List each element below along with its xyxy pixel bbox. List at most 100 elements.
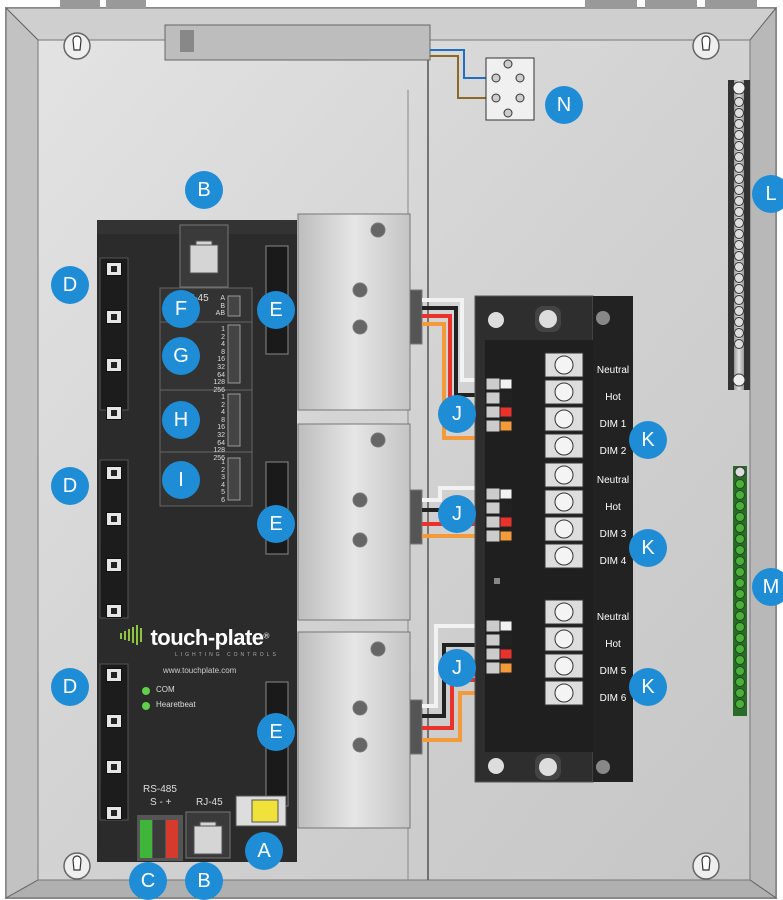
strip-terminal-icon	[735, 699, 745, 709]
rail-terminal-icon	[734, 328, 744, 338]
dip-label: 16	[217, 356, 225, 364]
screw-head-icon	[554, 629, 574, 649]
pushbutton[interactable]	[106, 262, 122, 276]
pushbutton[interactable]	[106, 406, 122, 420]
strip-terminal-icon	[735, 677, 745, 687]
rail-screw-icon	[732, 81, 746, 95]
callout-j[interactable]: J	[438, 649, 476, 687]
pushbutton-dot-icon	[111, 362, 117, 368]
rs485-label: RS-485	[143, 784, 177, 795]
strip-terminal-icon	[735, 578, 745, 588]
callout-f[interactable]: F	[162, 290, 200, 328]
pushbutton[interactable]	[106, 466, 122, 480]
rail-terminal-icon	[734, 108, 744, 118]
rail-terminal-icon	[734, 218, 744, 228]
callout-j[interactable]: J	[438, 495, 476, 533]
callout-e[interactable]: E	[257, 505, 295, 543]
dip-label: 128	[213, 447, 225, 455]
strip-terminal-icon	[735, 501, 745, 511]
rj45-bottom-label: RJ-45	[196, 797, 223, 808]
rail-terminal-icon	[734, 174, 744, 184]
rail-terminal-icon	[734, 119, 744, 129]
wire-terminal-lever	[499, 662, 513, 674]
callout-c[interactable]: C	[129, 862, 167, 900]
pushbutton[interactable]	[106, 760, 122, 774]
pushbutton[interactable]	[106, 310, 122, 324]
pushbutton-dot-icon	[111, 672, 117, 678]
dip-label: A	[220, 295, 225, 302]
wire-terminal-lever	[499, 406, 513, 418]
callout-k[interactable]: K	[629, 421, 667, 459]
callout-h[interactable]: H	[162, 401, 200, 439]
rail-terminal-icon	[734, 163, 744, 173]
callout-b[interactable]: B	[185, 171, 223, 209]
rail-terminal-icon	[734, 339, 744, 349]
dip-label: 256	[213, 454, 225, 462]
callout-d[interactable]: D	[51, 668, 89, 706]
callout-k[interactable]: K	[629, 529, 667, 567]
dip-label: 8	[221, 416, 225, 424]
brand-logo: touch-plate®	[120, 625, 269, 651]
terminal-label: DIM 6	[599, 693, 627, 704]
rail-terminal-icon	[734, 185, 744, 195]
wire-terminal-lever	[499, 620, 513, 632]
dip-label: 1	[221, 394, 225, 401]
pushbutton[interactable]	[106, 668, 122, 682]
strip-terminal-icon	[735, 666, 745, 676]
rail-terminal-icon	[734, 130, 744, 140]
dip-label: 256	[213, 386, 225, 394]
callout-b[interactable]: B	[185, 862, 223, 900]
pushbutton[interactable]	[106, 558, 122, 572]
heatsinks	[297, 213, 423, 829]
screw-terminals	[544, 352, 584, 706]
pushbutton[interactable]	[106, 806, 122, 820]
brand-name: touch-plate	[150, 625, 264, 650]
dip-label: B	[220, 302, 225, 310]
callout-e[interactable]: E	[257, 291, 295, 329]
screw-head-icon	[554, 546, 574, 566]
strip-terminal-icon	[735, 556, 745, 566]
dip-label: AB	[215, 310, 225, 318]
callout-i[interactable]: I	[162, 461, 200, 499]
terminal-label: DIM 1	[599, 419, 627, 430]
pushbutton[interactable]	[106, 358, 122, 372]
callout-k[interactable]: K	[629, 668, 667, 706]
pushbutton[interactable]	[106, 714, 122, 728]
callout-g[interactable]: G	[162, 337, 200, 375]
strip-terminal-icon	[735, 490, 745, 500]
terminal-label: DIM 5	[599, 666, 627, 677]
wire-terminal-lever	[499, 378, 513, 390]
callout-a[interactable]: A	[245, 832, 283, 870]
callout-d[interactable]: D	[51, 467, 89, 505]
wire-terminals	[485, 377, 513, 675]
pushbutton[interactable]	[106, 604, 122, 618]
callout-d[interactable]: D	[51, 266, 89, 304]
screw-head-icon	[554, 656, 574, 676]
com-led-icon	[142, 687, 150, 695]
terminal-label: DIM 4	[599, 556, 627, 567]
strip-terminal-icon	[735, 655, 745, 665]
wire-terminal-lever	[499, 516, 513, 528]
wire-terminal-lever	[499, 502, 513, 514]
callout-j[interactable]: J	[438, 395, 476, 433]
wire-terminal-lever	[499, 392, 513, 404]
dip-label: 32	[217, 363, 225, 371]
rail-terminal-icon	[734, 97, 744, 107]
heartbeat-led-icon	[142, 702, 150, 710]
callout-n[interactable]: N	[545, 86, 583, 124]
wire-terminal-lever	[499, 488, 513, 500]
strip-terminal-icon	[735, 523, 745, 533]
pushbutton-dot-icon	[111, 608, 117, 614]
rail-terminal-icon	[734, 240, 744, 250]
callout-m[interactable]: M	[752, 568, 783, 606]
callout-e[interactable]: E	[257, 713, 295, 751]
pushbutton[interactable]	[106, 512, 122, 526]
dip-label: 1	[221, 326, 225, 333]
button-columns	[99, 257, 129, 821]
terminal-label: Neutral	[596, 612, 630, 623]
terminal-label: Neutral	[596, 365, 630, 376]
callout-l[interactable]: L	[752, 175, 783, 213]
